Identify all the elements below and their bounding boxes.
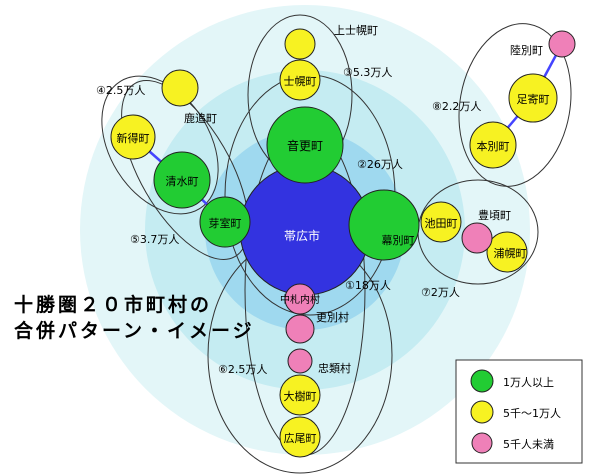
group-label-3: ③5.3万人	[343, 66, 392, 79]
makubetsu-circle[interactable]	[348, 189, 420, 261]
otofuke-circle[interactable]	[266, 106, 344, 184]
shimizu-circle[interactable]	[153, 151, 211, 209]
otofuke-label: 音更町	[287, 138, 323, 153]
shintoku-circle[interactable]	[110, 114, 156, 160]
group-label-6: ⑥2.5万人	[218, 363, 267, 376]
ikeda-circle[interactable]	[420, 201, 462, 243]
honbetsu-circle[interactable]	[469, 121, 517, 169]
taiki-circle[interactable]	[279, 374, 321, 416]
group-label-2: ②26万人	[357, 158, 403, 171]
honbetsu-label: 本別町	[477, 139, 510, 153]
kamishihoro-label: 上士幌町	[334, 23, 378, 37]
diagram-title-line-2: 合併パターン・イメージ	[14, 320, 255, 342]
legend-swatch-large	[470, 369, 494, 393]
toyokoro-circle[interactable]	[461, 222, 493, 254]
makubetsu-label: 幕別町	[382, 233, 415, 247]
group-label-8: ⑧2.2万人	[432, 100, 481, 113]
nakasatsunai-circle[interactable]	[284, 283, 316, 315]
group-outline-4	[101, 75, 219, 215]
ikeda-label: 池田町	[425, 217, 458, 230]
sarabetsu-label: 更別村	[316, 310, 349, 324]
group-label-4: ④2.5万人	[96, 84, 145, 97]
urahoro-circle[interactable]	[486, 231, 528, 273]
legend-swatch-small	[471, 432, 493, 454]
memuro-circle[interactable]	[199, 196, 251, 248]
shikaoi-circle[interactable]	[161, 69, 199, 107]
toyokoro-label: 豊頃町	[478, 209, 511, 222]
obihiro-label: 帯広市	[284, 228, 320, 243]
rikubetsu-circle[interactable]	[548, 30, 576, 58]
legend: 1万人以上 5千～1万人 5千人未満	[455, 359, 583, 464]
group-label-7: ⑦2万人	[421, 286, 460, 299]
sarabetsu-circle[interactable]	[285, 314, 315, 344]
legend-label-large: 1万人以上	[503, 376, 554, 389]
group-label-5: ⑤3.7万人	[130, 233, 179, 246]
ashoro-label: 足寄町	[517, 92, 550, 106]
shikaoi-label: 鹿追町	[184, 111, 217, 125]
churui-circle[interactable]	[287, 348, 313, 374]
nakasatsunai-label: 中札内村	[280, 293, 320, 306]
shihoro-circle[interactable]	[279, 59, 321, 101]
kamishihoro-circle[interactable]	[284, 28, 316, 60]
churui-label: 忠類村	[318, 361, 351, 375]
taiki-label: 大樹町	[284, 389, 317, 403]
memuro-label: 芽室町	[209, 216, 242, 230]
diagram-title-line-1: 十勝圏２０市町村の	[14, 294, 213, 316]
rikubetsu-label: 陸別町	[510, 44, 543, 57]
legend-label-medium: 5千～1万人	[503, 407, 561, 420]
group-label-1: ①18万人	[345, 279, 391, 292]
shimizu-label: 清水町	[166, 175, 199, 188]
legend-swatch-medium	[470, 400, 494, 424]
legend-label-small: 5千人未満	[503, 438, 554, 451]
ashoro-circle[interactable]	[508, 73, 558, 123]
shintoku-label: 新得町	[117, 131, 150, 145]
group-outline-5	[121, 80, 249, 260]
shihoro-label: 士幌町	[284, 74, 317, 88]
hiroo-label: 広尾町	[284, 432, 317, 445]
hiroo-circle[interactable]	[279, 416, 321, 458]
group-outline-8	[458, 23, 572, 187]
urahoro-label: 浦幌町	[494, 246, 527, 260]
